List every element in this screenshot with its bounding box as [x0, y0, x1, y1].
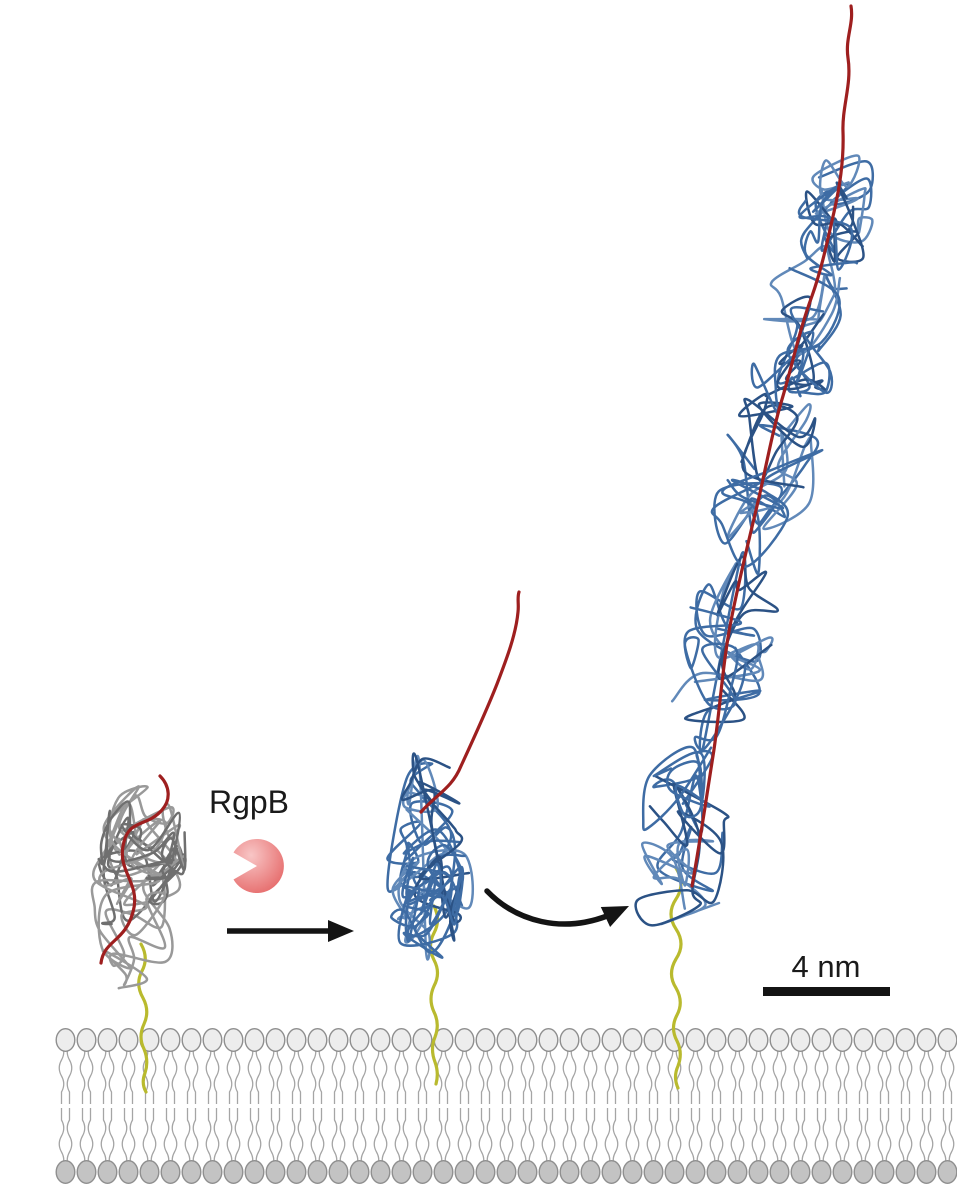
ribbon-strand	[92, 801, 178, 990]
polymerized-filament-ribbon	[634, 154, 874, 927]
red-strand-precursor	[99, 774, 170, 965]
red-strand-monomer	[419, 590, 521, 814]
enzyme-label: RgpB	[209, 784, 289, 820]
ribbon-strand	[90, 785, 187, 970]
arrowhead	[328, 920, 354, 942]
ribbon-strand	[684, 555, 780, 724]
ribbon-strand	[738, 392, 817, 489]
scale-bar: 4 nm	[763, 949, 890, 996]
membrane-anchor-middle	[428, 904, 440, 1086]
ribbon-strand	[641, 838, 721, 926]
ribbon-strand	[750, 266, 841, 415]
cleaved-monomer-ribbon	[386, 752, 475, 961]
lipid-bilayer	[55, 1028, 957, 1184]
ribbon-strand	[641, 745, 713, 832]
ribbon-strand	[804, 181, 865, 264]
ribbon-strand	[710, 448, 824, 575]
membrane-bottom-leaflet	[55, 1106, 957, 1184]
ribbon-strand	[811, 154, 874, 244]
membrane-anchors	[137, 866, 683, 1094]
red-strand-filament	[690, 4, 854, 888]
membrane-anchor-left	[137, 942, 149, 1094]
membrane-top-leaflet	[55, 1028, 957, 1106]
ribbon-strand	[683, 606, 748, 751]
membrane-anchor-right	[669, 866, 683, 1090]
ribbon-strand	[402, 862, 465, 959]
arrowhead	[600, 906, 629, 927]
scale-bar-line	[763, 987, 890, 996]
pac-man-protease-icon	[233, 838, 284, 893]
scale-bar-label: 4 nm	[792, 949, 861, 984]
polymerization-curved-arrow	[484, 888, 629, 927]
ribbon-strand	[694, 551, 762, 754]
ribbon-strand	[670, 562, 774, 703]
precursor-protein-ribbon	[90, 785, 187, 990]
reaction-arrow	[227, 920, 354, 942]
